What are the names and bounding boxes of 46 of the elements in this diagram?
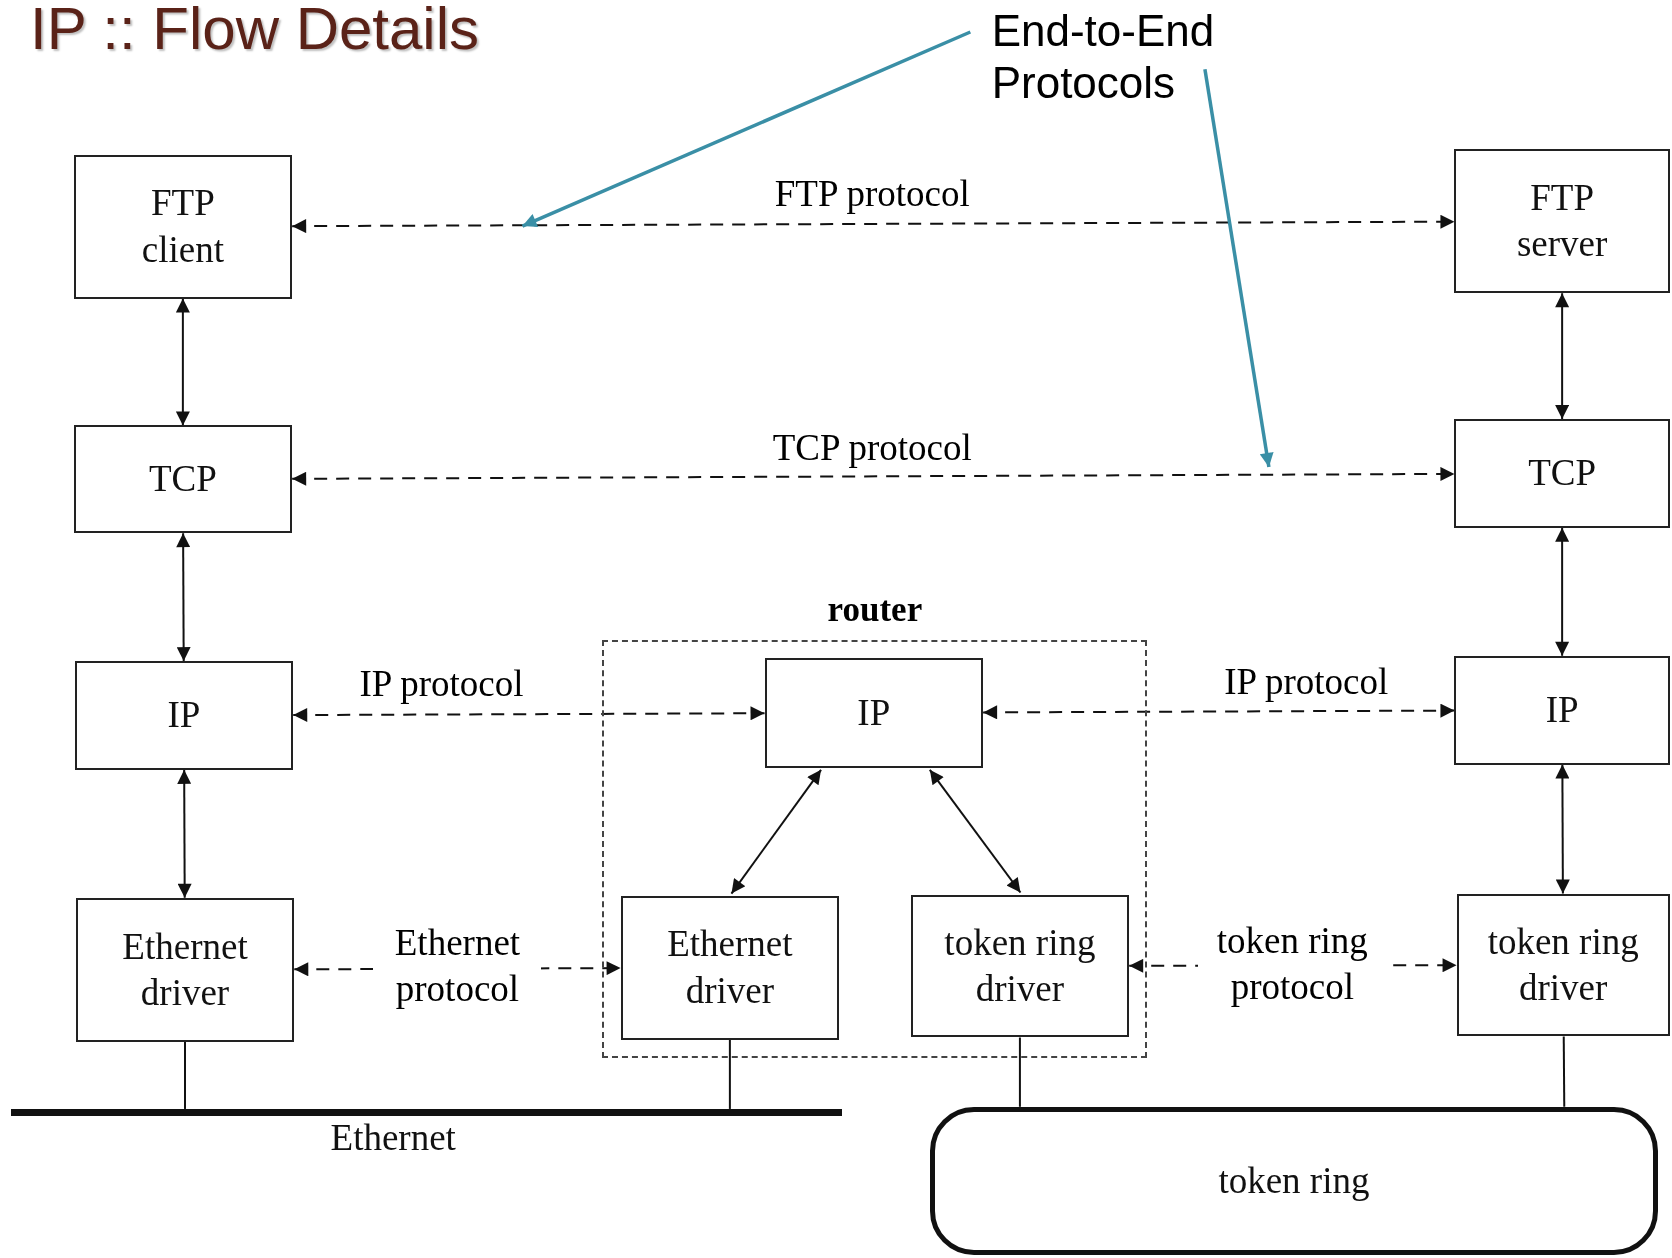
layer-box [73, 425, 293, 534]
layer-box [764, 657, 984, 768]
layer-label: TCP [1527, 451, 1598, 496]
layer-label: Ethernet driver [121, 924, 249, 1015]
layer-label: FTP server [1515, 176, 1609, 267]
layer-label: IP [856, 690, 892, 735]
connection-line [184, 1040, 186, 1110]
group-heading: router [827, 589, 923, 630]
network-label: Ethernet [330, 1115, 456, 1160]
leader-arrow [1203, 69, 1274, 468]
connection-line [1018, 1036, 1021, 1108]
layer-label: IP [166, 693, 202, 738]
layer-box [1454, 149, 1670, 294]
arrow [177, 768, 192, 899]
layer-label: token ring driver [943, 920, 1097, 1012]
layer-box [1454, 655, 1670, 765]
layer-box [1456, 893, 1670, 1037]
layer-label: Ethernet driver [666, 922, 794, 1013]
arrow [928, 768, 1022, 894]
connection-line [1562, 1035, 1566, 1108]
arrow [982, 703, 1456, 720]
layer-box [75, 897, 295, 1042]
arrow [291, 466, 1456, 486]
layer-box [1454, 419, 1670, 528]
arrow [1555, 763, 1570, 895]
layer-box [620, 895, 840, 1040]
slide-title: IP :: Flow Details [30, 0, 480, 63]
callout-text: End-to-End Protocols [991, 6, 1215, 108]
network-label: token ring [1218, 1158, 1370, 1203]
arrow [292, 706, 766, 722]
layer-box [74, 661, 294, 770]
token-ring-network [929, 1106, 1659, 1255]
layer-label: TCP [147, 457, 218, 502]
connection-line [728, 1038, 731, 1110]
layer-label: token ring driver [1486, 919, 1640, 1010]
layer-box [73, 154, 293, 299]
arrow [291, 214, 1456, 234]
arrow [175, 297, 190, 427]
arrow [176, 532, 191, 663]
layer-box [910, 894, 1130, 1038]
leader-arrow [521, 30, 972, 228]
layer-label: FTP client [140, 181, 225, 272]
layer-label: IP [1544, 688, 1580, 732]
arrow [1555, 526, 1570, 657]
arrow [1555, 292, 1570, 421]
arrow [730, 768, 823, 895]
